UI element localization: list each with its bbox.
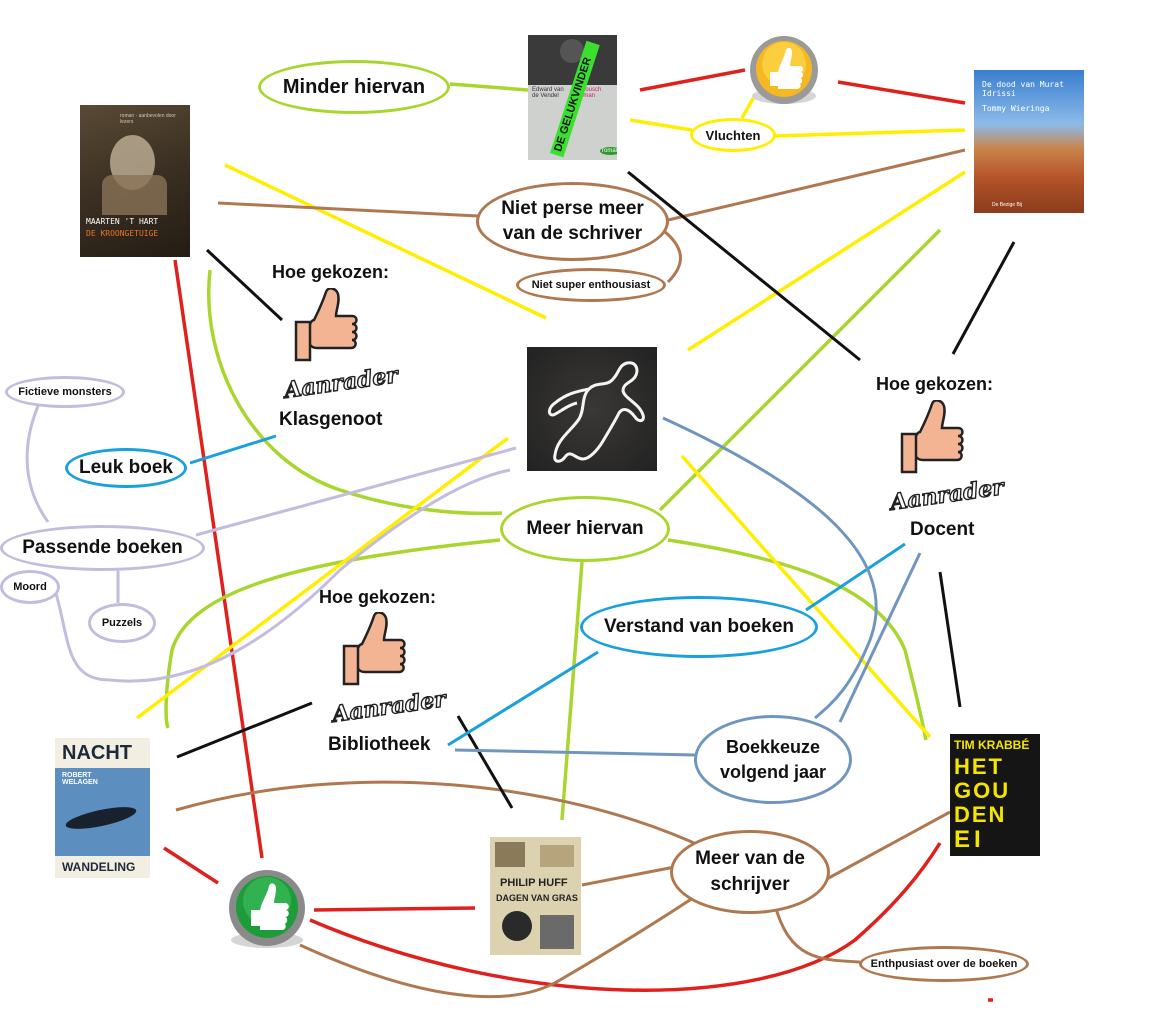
node-text-line2: van de schriver xyxy=(502,222,643,244)
red-lines xyxy=(163,68,993,1002)
book-title-line2: GOU xyxy=(954,778,1011,803)
node-passende-boeken: Passende boeken xyxy=(0,525,205,571)
book-title-line3: DEN xyxy=(954,802,1007,827)
node-minder-hiervan: Minder hiervan xyxy=(258,60,450,114)
node-text-line2: schrijver xyxy=(710,874,790,895)
book-publisher: De Bezige Bij xyxy=(992,202,1023,208)
node-text-line1: Niet perse meer xyxy=(501,197,644,219)
label-hoe-gekozen-bibliotheek: Hoe gekozen: xyxy=(319,587,437,607)
label-hoe-gekozen-klasgenoot: Hoe gekozen: xyxy=(272,262,390,282)
book-title-line1: HET xyxy=(954,754,1004,779)
node-niet-super-enthousiast: Niet super enthousiast xyxy=(516,268,666,302)
node-meer-hiervan: Meer hiervan xyxy=(500,496,670,562)
book-cover-nacht: NACHT ROBERT WELAGEN WANDELING xyxy=(55,738,150,878)
aanrader-thumb-icon: Aanrader xyxy=(330,611,448,729)
node-enthousiast-over-de-boeken: Enthpusiast over de boeken xyxy=(859,946,1029,982)
label-docent: Docent xyxy=(910,519,975,540)
thumbs-up-gold-icon xyxy=(746,34,822,106)
book-author: ROBERT WELAGEN xyxy=(62,772,98,786)
yellow-lines xyxy=(135,94,966,739)
node-leuk-boek: Leuk boek xyxy=(65,448,187,488)
node-verstand-van-boeken: Verstand van boeken xyxy=(580,596,818,658)
aanrader-thumb-icon: Aanrader xyxy=(888,399,1006,517)
node-puzzels: Puzzels xyxy=(88,603,156,643)
book-cover-het-gouden-ei: TIM KRABBÉ HET GOU DEN EI xyxy=(950,734,1040,856)
node-text-line2: volgend jaar xyxy=(719,761,827,782)
brown-lines xyxy=(175,148,966,999)
book-cover-kroongetuige: MAARTEN 'T HART DE KROONGETUIGE roman · … xyxy=(80,105,190,257)
node-moord: Moord xyxy=(0,570,60,604)
book-blurb: roman · aanbevolen door lezers xyxy=(120,113,176,125)
book-subtitle: WANDELING xyxy=(62,860,136,874)
book-author: Edward van de Vendel xyxy=(532,87,564,99)
chalk-body-outline-icon xyxy=(527,347,657,471)
node-vluchten: Vluchten xyxy=(690,118,776,152)
blue-lines xyxy=(189,434,906,747)
aanrader-thumb-icon: Aanrader xyxy=(282,287,400,405)
book-cover-gelukvinder: Edward van de Vendel Anousch Elman DE GE… xyxy=(528,35,617,160)
lavender-lines xyxy=(25,405,517,683)
book-author: Tommy Wieringa xyxy=(982,104,1050,113)
book-title: De dood van Murat Idrissi xyxy=(982,80,1064,98)
book-badge: roman xyxy=(600,147,617,155)
black-lines xyxy=(176,170,1016,809)
book-title-line4: EI xyxy=(954,826,985,853)
book-author: PHILIP HUFF xyxy=(500,877,568,889)
book-title: DAGEN VAN GRAS xyxy=(496,893,578,903)
book-title: NACHT xyxy=(62,742,132,764)
book-author: MAARTEN 'T HART xyxy=(86,217,159,226)
node-text-line1: Meer van de xyxy=(695,848,805,870)
book-cover-dagen-van-gras: PHILIP HUFF DAGEN VAN GRAS xyxy=(490,837,581,955)
node-boekkeuze-volgend-jaar: Boekkeuze volgend jaar xyxy=(694,715,852,804)
steel-lines xyxy=(454,416,922,757)
node-niet-perse-meer: Niet perse meer van de schriver xyxy=(476,182,669,261)
node-meer-van-de-schrijver: Meer van de schrijver xyxy=(670,830,830,914)
book-author: TIM KRABBÉ xyxy=(954,738,1030,752)
green-lines xyxy=(164,82,942,821)
book-cover-murat-idrissi: De dood van Murat Idrissi Tommy Wieringa… xyxy=(974,70,1084,213)
node-text-line1: Boekkeuze xyxy=(725,737,821,758)
node-fictieve-monsters: Fictieve monsters xyxy=(5,376,125,408)
book-subtitle: Anousch Elman xyxy=(578,87,602,99)
book-title: DE KROONGETUIGE xyxy=(86,229,159,238)
label-hoe-gekozen-docent: Hoe gekozen: xyxy=(876,374,994,394)
thumbs-up-green-icon xyxy=(224,868,310,950)
label-bibliotheek: Bibliotheek xyxy=(328,734,431,755)
label-klasgenoot: Klasgenoot xyxy=(279,409,383,430)
